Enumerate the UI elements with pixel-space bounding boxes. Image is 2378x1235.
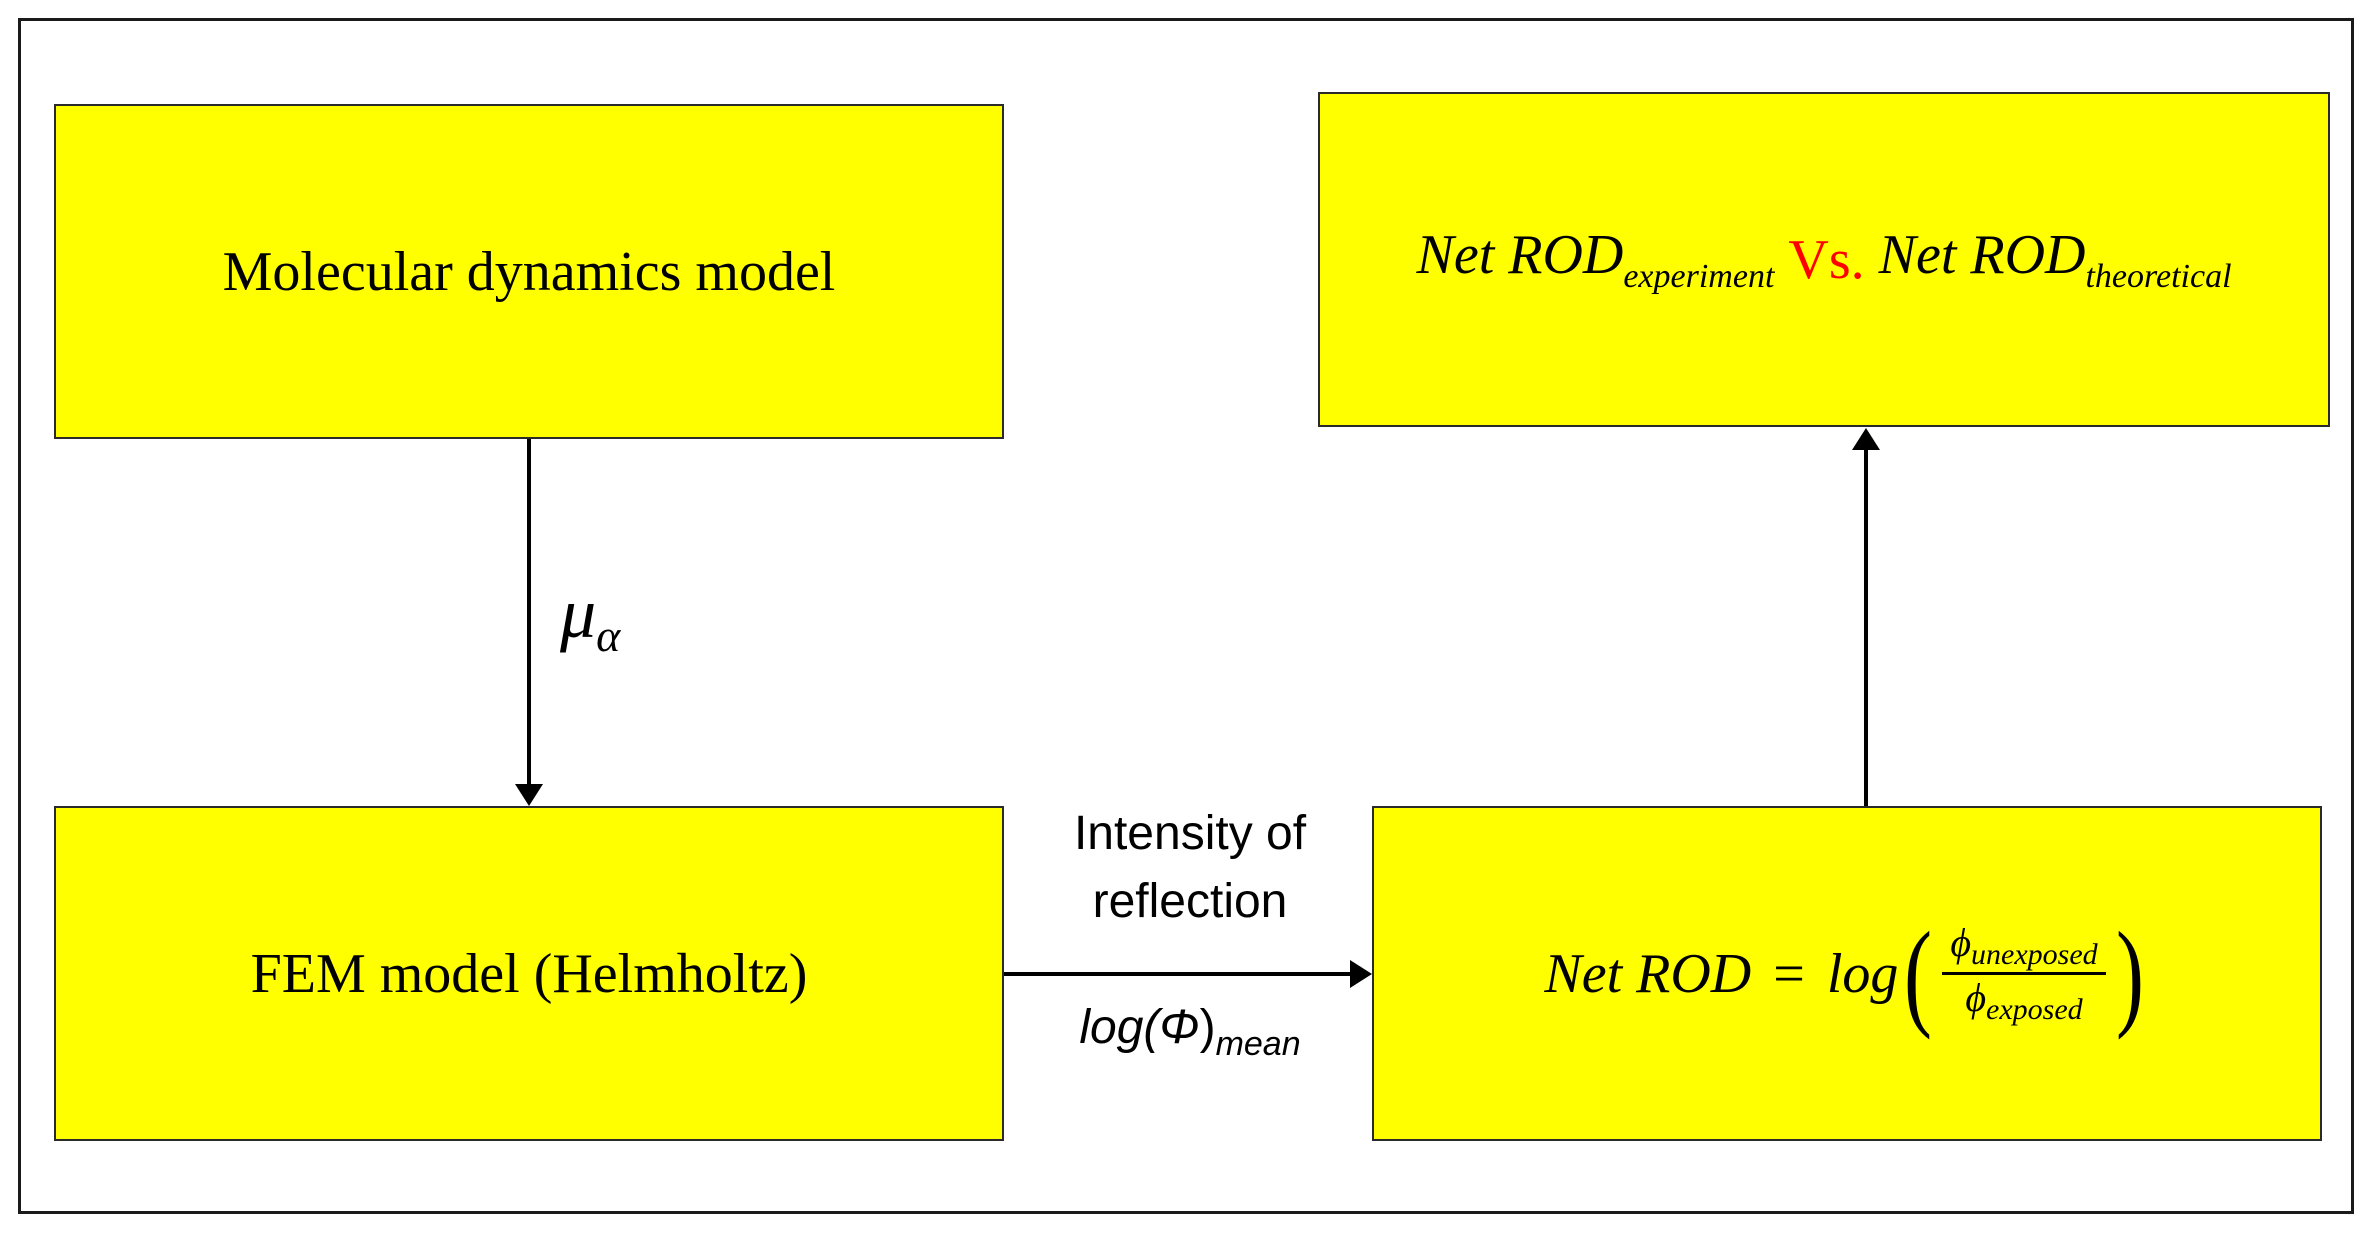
intensity-of-reflection-label: Intensity of reflection bbox=[1035, 800, 1345, 936]
net-rod-equation-node: Net ROD = log ( ϕunexposed ϕexposed ) bbox=[1372, 806, 2322, 1141]
mu-alpha-label: μα bbox=[560, 573, 621, 661]
phi-fraction: ϕunexposed ϕexposed bbox=[1942, 919, 2106, 1028]
molecular-dynamics-label: Molecular dynamics model bbox=[222, 240, 836, 303]
intensity-line-2: reflection bbox=[1092, 875, 1288, 928]
intensity-line-1: Intensity of bbox=[1073, 807, 1307, 860]
fem-model-label: FEM model (Helmholtz) bbox=[250, 942, 808, 1005]
fraction-bar bbox=[1942, 972, 2106, 975]
net-rod-equation: Net ROD = log ( ϕunexposed ϕexposed ) bbox=[1544, 906, 2144, 1040]
equals-sign: = bbox=[1773, 942, 1805, 1005]
net-rod-lhs: Net ROD bbox=[1544, 942, 1752, 1005]
fraction-denominator: ϕexposed bbox=[1965, 975, 2083, 1026]
molecular-dynamics-node: Molecular dynamics model bbox=[54, 104, 1004, 439]
theoretical-rod: Net RODtheoretical bbox=[1878, 224, 2232, 295]
log-phi-mean-label: log(Φ)mean bbox=[1079, 1001, 1301, 1063]
comparison-label: Net RODexperiment Vs. Net RODtheoretical bbox=[1416, 223, 2231, 296]
comparison-node: Net RODexperiment Vs. Net RODtheoretical bbox=[1318, 92, 2330, 427]
experiment-rod: Net RODexperiment bbox=[1416, 224, 1775, 295]
versus-label: Vs. bbox=[1788, 228, 1865, 291]
figure-frame bbox=[18, 18, 2354, 1214]
log-function: log bbox=[1826, 942, 1899, 1005]
fem-model-node: FEM model (Helmholtz) bbox=[54, 806, 1004, 1141]
fraction-numerator: ϕunexposed bbox=[1950, 919, 2098, 971]
